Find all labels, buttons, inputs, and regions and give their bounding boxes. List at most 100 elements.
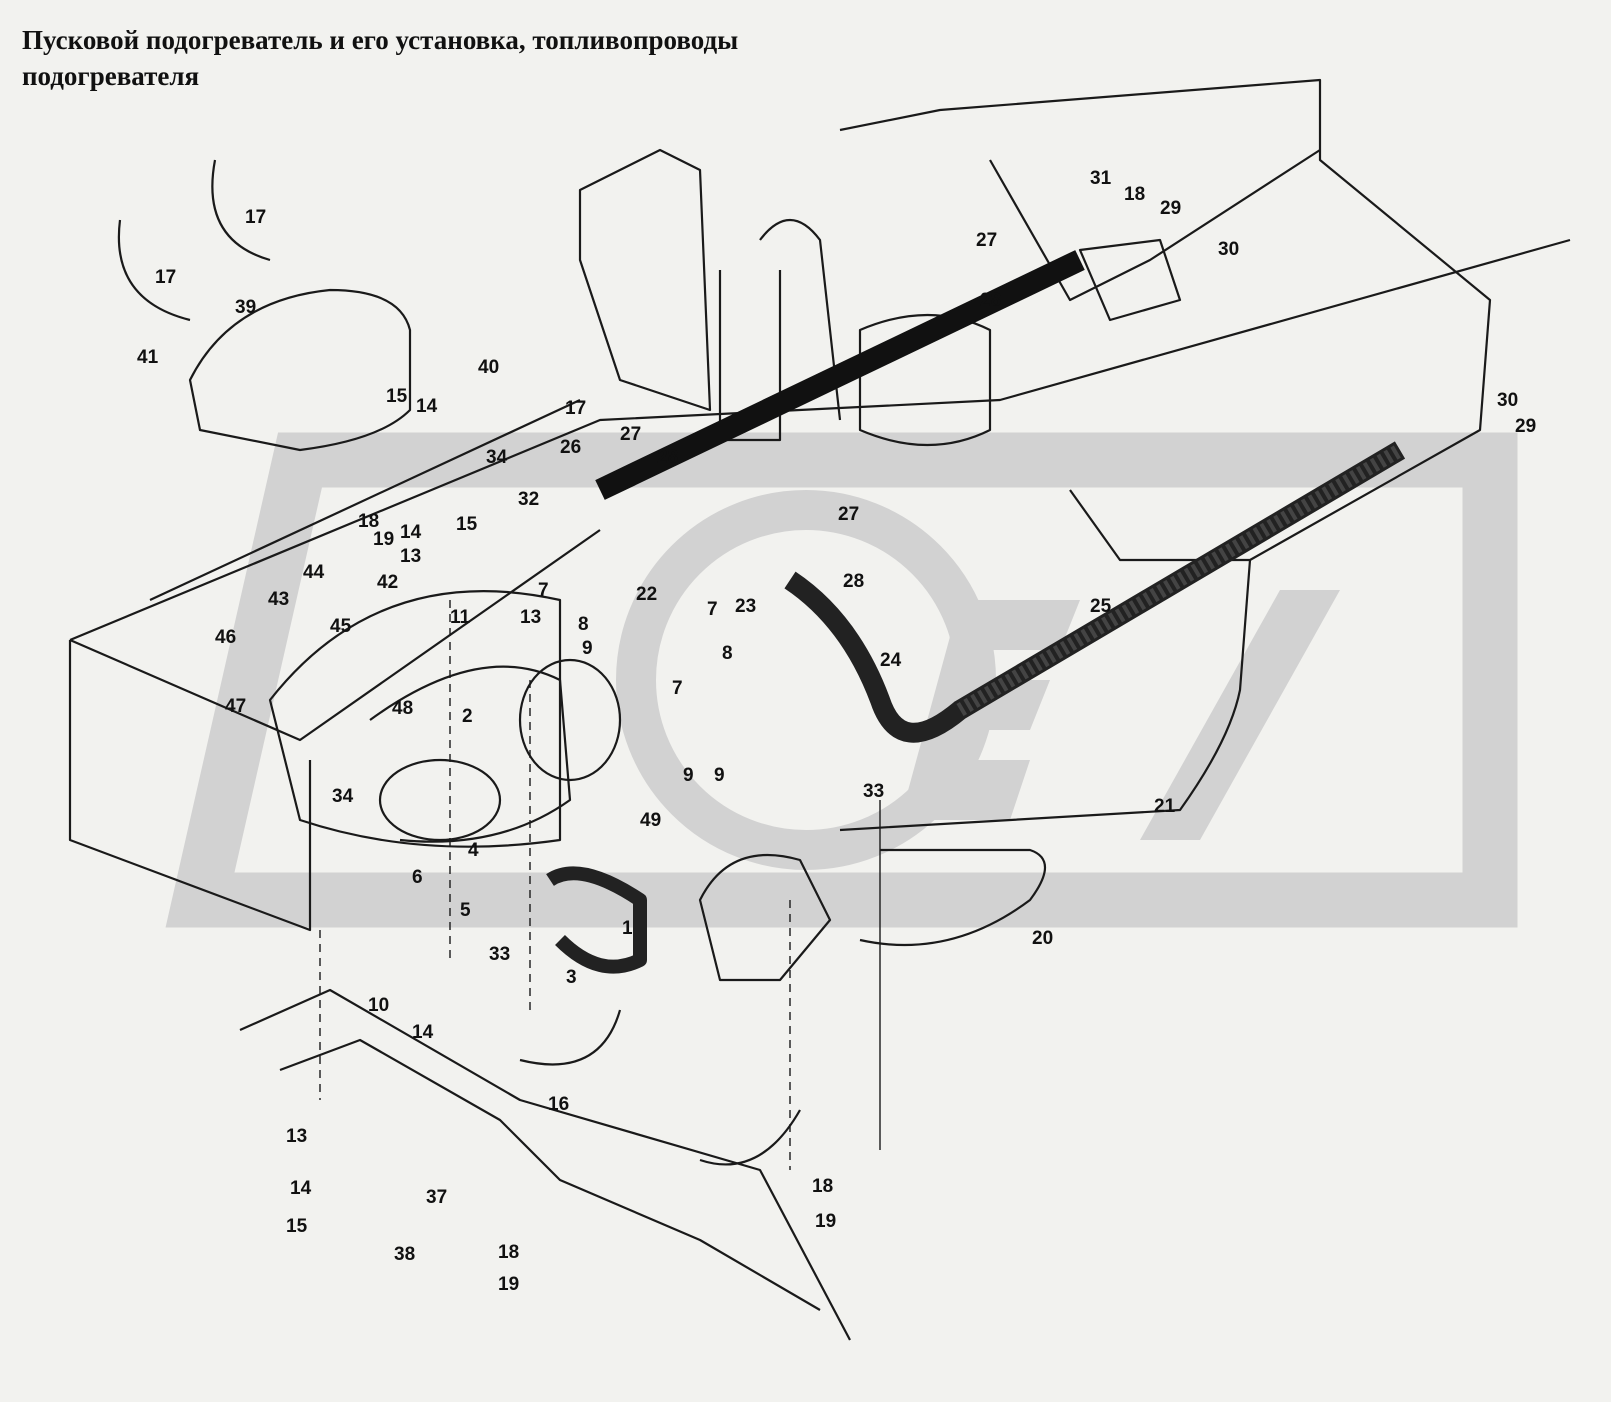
burner (698, 853, 832, 982)
part-label: 23 (735, 596, 756, 617)
watermark-logo (165, 432, 1518, 928)
part-label: 8 (722, 643, 733, 664)
part-label: 38 (394, 1244, 415, 1265)
muffler-body (839, 559, 1252, 832)
part-label: 41 (137, 347, 159, 368)
part-label: 18 (498, 1242, 519, 1263)
part-label: 28 (657, 447, 678, 468)
part-label: 16 (548, 1094, 569, 1115)
part-label: 14 (290, 1178, 312, 1199)
burner-hose (546, 866, 647, 974)
part-label: 42 (377, 572, 398, 593)
expansion-tank (188, 288, 412, 452)
part-label: 5 (460, 900, 471, 921)
part-label: 18 (1124, 184, 1145, 205)
filter-housing (858, 313, 992, 447)
part-label: 13 (400, 546, 421, 567)
part-label: 20 (1032, 928, 1053, 949)
part-label: 19 (373, 529, 394, 550)
hose-24-25 (784, 441, 1406, 743)
part-label: 3 (566, 967, 577, 988)
part-label: 19 (815, 1211, 836, 1232)
part-labels: 17 17 39 41 40 15 14 17 27 28 26 34 32 1… (137, 168, 1536, 1295)
part-label: 18 (358, 511, 379, 532)
part-label: 8 (578, 614, 589, 635)
part-label: 7 (672, 678, 683, 699)
exhaust-pipe (595, 250, 1085, 500)
part-label: 9 (683, 765, 694, 786)
engine-cover (578, 148, 712, 412)
part-label: 40 (478, 357, 499, 378)
part-label: 31 (1090, 168, 1112, 189)
part-label: 22 (636, 584, 657, 605)
part-label: 32 (518, 489, 539, 510)
part-label: 15 (286, 1216, 308, 1237)
part-label: 33 (863, 781, 884, 802)
heater-fan (518, 658, 622, 782)
engine-block (839, 78, 1492, 562)
diagram-title: Пусковой подогреватель и его установка, … (22, 22, 922, 94)
part-label: 27 (976, 230, 997, 251)
part-label: 4 (468, 840, 479, 861)
heater-casing (268, 590, 562, 848)
part-label: 7 (707, 599, 718, 620)
part-label: 1 (622, 918, 633, 939)
part-label: 43 (268, 589, 289, 610)
tank-strap-right (211, 159, 271, 262)
exhaust-flange (1078, 238, 1182, 322)
part-label: 45 (330, 616, 352, 637)
part-label: 26 (560, 437, 581, 458)
part-label: 30 (1497, 390, 1518, 411)
part-label: 39 (235, 297, 256, 318)
part-label: 14 (416, 396, 438, 417)
part-label: 47 (225, 696, 246, 717)
part-label: 28 (980, 290, 1001, 311)
part-label: 48 (392, 698, 413, 719)
bottom-clamp (699, 1109, 801, 1166)
part-label: 49 (640, 810, 661, 831)
title-line-2: подогревателя (22, 61, 200, 91)
part-label: 44 (303, 562, 325, 583)
part-label: 6 (412, 867, 423, 888)
part-label: 9 (582, 638, 593, 659)
engine-pulley (718, 270, 782, 442)
part-label: 29 (1160, 198, 1181, 219)
bottom-clamp-2 (519, 1009, 622, 1066)
frame-rail-line (149, 399, 581, 601)
part-label: 11 (450, 607, 471, 628)
bottom-bracket-lower (279, 1038, 821, 1311)
part-label: 37 (426, 1187, 447, 1208)
part-label: 13 (520, 607, 541, 628)
watermark-letter-e (900, 600, 1080, 820)
part-label: 46 (215, 627, 236, 648)
part-label: 10 (368, 995, 389, 1016)
heater-body (369, 665, 572, 843)
part-label: 17 (155, 267, 176, 288)
corrugated-hose (956, 443, 1404, 717)
frame-front-face (68, 640, 312, 932)
part-label: 17 (245, 207, 266, 228)
part-label: 14 (400, 522, 422, 543)
part-label: 34 (332, 786, 354, 807)
muffler-tail (859, 848, 1046, 946)
part-label: 7 (538, 580, 549, 601)
bottom-bracket (239, 988, 851, 1341)
title-line-1: Пусковой подогреватель и его установка, … (22, 25, 739, 55)
part-label: 15 (456, 514, 478, 535)
frame-inner-edge (69, 529, 601, 742)
part-label: 15 (386, 386, 408, 407)
engine-top-edge (989, 149, 1321, 302)
part-label: 33 (489, 944, 510, 965)
part-label: 27 (620, 424, 641, 445)
drawing-lines (68, 78, 1571, 1341)
part-label: 28 (843, 571, 864, 592)
part-label: 13 (286, 1126, 307, 1147)
part-label: 21 (1154, 796, 1176, 817)
part-label: 14 (412, 1022, 434, 1043)
tank-strap-left (117, 219, 191, 322)
part-label: 9 (714, 765, 725, 786)
watermark-letter (1140, 590, 1340, 840)
part-label: 27 (838, 504, 859, 525)
part-label: 24 (880, 650, 902, 671)
